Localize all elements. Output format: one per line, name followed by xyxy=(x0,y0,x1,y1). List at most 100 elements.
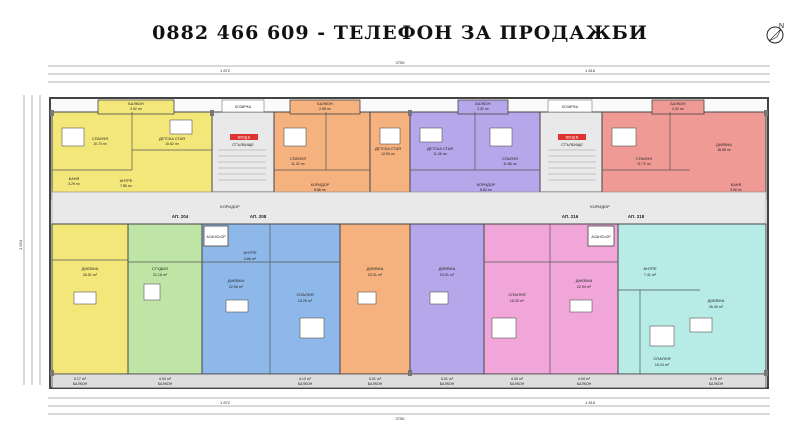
entrance-marker-right xyxy=(558,134,586,140)
room-area: 11.22 m² xyxy=(291,162,305,166)
room-name: БАЛКОН xyxy=(128,102,144,106)
top-room-labels: БАЛКОН 3.92 m² СПАЛНЯ 10.70 m² ДЕТСКА СТ… xyxy=(68,102,743,192)
room-area: 7.41 m² xyxy=(644,273,657,277)
stairs-label-right: СТЪЛБИЩЕ xyxy=(561,143,583,147)
room-name: БАНЯ xyxy=(731,183,742,187)
balcony-area: 4.94 m² xyxy=(578,377,591,381)
apartment-cyan xyxy=(617,223,767,375)
balcony-orange-top xyxy=(289,99,361,115)
room-name: ДНЕВНА xyxy=(367,266,384,271)
corridor-label: КОРИДОР xyxy=(220,204,240,209)
room-name: ДЕТСКА СТАЯ xyxy=(427,147,453,151)
balcony-salmon-top xyxy=(651,99,705,115)
room-area: 10.70 m² xyxy=(93,142,108,146)
apartment-id-label: АП. 204 xyxy=(172,214,189,219)
room-area: 23.01 m² xyxy=(440,273,455,277)
room-area: 21.18 m² xyxy=(153,273,168,277)
room-name: АНТРЕ xyxy=(243,250,257,255)
balcony-name: БАЛКОН xyxy=(298,382,313,386)
elevator-right xyxy=(587,225,615,247)
room-name: ДНЕВНА xyxy=(228,278,245,283)
bottom-left-dimension: 1 872 xyxy=(220,400,231,405)
room-area: 12.53 m² xyxy=(381,152,396,156)
room-area: 8.60 m² xyxy=(480,188,493,192)
north-label: N xyxy=(779,23,784,30)
room-area: 26.49 m² xyxy=(709,305,724,309)
room-name: КОРИДОР xyxy=(477,183,496,187)
room-name: СПАЛНЯ xyxy=(636,157,652,161)
elevator-left xyxy=(203,225,229,247)
room-name: ДЕТСКА СТАЯ xyxy=(159,137,185,141)
room-name: СПАЛНЯ xyxy=(92,137,108,141)
left-side-dimension: 1 634 xyxy=(18,239,23,250)
room-area: 16.24 m² xyxy=(655,363,670,367)
room-area: 15.20 m² xyxy=(510,299,525,303)
room-area: 3.90 m² xyxy=(730,188,743,192)
stair-steps-left xyxy=(218,149,266,181)
common-corridor xyxy=(51,191,767,225)
sales-phone-heading: 0882 466 609 - ТЕЛЕФОН ЗА ПРОДАЖБИ xyxy=(152,22,648,44)
balcony-name: БАЛКОН xyxy=(577,382,592,386)
room-name: СПАЛНЯ xyxy=(509,292,526,297)
entrance-label-left: ВХОД Б xyxy=(238,136,251,140)
room-area: 11.86 m² xyxy=(503,162,517,166)
bottom-dimension-lines xyxy=(48,397,770,415)
canopy-left xyxy=(221,99,265,113)
room-name: КОРИДОР xyxy=(311,183,330,187)
room-name: БАЛКОН xyxy=(317,102,333,106)
interior-partitions xyxy=(52,112,700,374)
room-area: 15.29 m² xyxy=(298,299,313,303)
room-name: ДНЕВНА xyxy=(439,266,456,271)
room-name: СТУДИО xyxy=(152,266,168,271)
room-area: 18.68 m² xyxy=(717,148,732,152)
balcony-area: 6.75 m² xyxy=(710,377,723,381)
top-right-dimension: 1 818 xyxy=(585,68,596,73)
apartment-pink xyxy=(483,223,619,375)
furniture-beds xyxy=(61,119,675,347)
balcony-area: 4.94 m² xyxy=(159,377,172,381)
left-dimension-lines xyxy=(23,95,41,385)
room-name: АНТРЕ xyxy=(120,179,133,183)
balcony-yellow-top xyxy=(97,99,175,115)
room-name: БАНЯ xyxy=(69,177,80,181)
top-dimension-lines xyxy=(48,65,770,83)
room-name: ДНЕВНА xyxy=(708,298,725,303)
canopy-right xyxy=(547,99,593,113)
room-area: 3.66 m² xyxy=(244,257,257,261)
bottom-right-dimension: 1 818 xyxy=(585,400,596,405)
room-area: 22.94 m² xyxy=(577,285,592,289)
room-area: 22.06 m² xyxy=(229,285,244,289)
elevator-label-right: АСАНСЬОР xyxy=(591,235,611,239)
apartment-green xyxy=(127,223,203,375)
furniture-tables xyxy=(73,283,713,333)
room-area: 11.72 m² xyxy=(637,162,651,166)
room-name: БАЛКОН xyxy=(670,102,686,106)
balcony-name: БАЛКОН xyxy=(709,382,724,386)
room-area: 23.01 m² xyxy=(368,273,383,277)
room-name: ДЕТСКА СТАЯ xyxy=(375,147,401,151)
bottom-total-dimension: 3755 xyxy=(396,416,406,421)
entrance-marker-left xyxy=(230,134,258,140)
balcony-area: 5.51 m² xyxy=(369,377,382,381)
room-name: СПАЛНЯ xyxy=(290,157,306,161)
room-name: БАЛКОН xyxy=(475,102,491,106)
balcony-name: БАЛКОН xyxy=(368,382,383,386)
room-area: 2.95 m² xyxy=(319,107,332,111)
balcony-area: 4.30 m² xyxy=(511,377,524,381)
room-area: 2.92 m² xyxy=(477,107,490,111)
room-name: ДНЕВНА xyxy=(82,266,99,271)
balcony-name: БАЛКОН xyxy=(440,382,455,386)
room-name: ДНЕВНА xyxy=(716,143,732,147)
bottom-room-labels: ДНЕВНА 26.51 m² СТУДИО 21.18 m² АНТРЕ 3.… xyxy=(82,250,725,367)
apartment-id-label: АП. 208 xyxy=(250,214,267,219)
top-left-dimension: 1 872 xyxy=(220,68,231,73)
north-arrow-icon: N xyxy=(766,23,784,44)
balcony-area: 5.01 m² xyxy=(441,377,454,381)
room-area: 10.62 m² xyxy=(165,142,180,146)
room-name: СПАЛНЯ xyxy=(297,292,314,297)
stair-steps-right xyxy=(548,149,596,181)
room-name: ДНЕВНА xyxy=(576,278,593,283)
balcony-area: 5.17 m² xyxy=(74,377,87,381)
entrance-label-right: ВХОД В xyxy=(566,136,579,140)
